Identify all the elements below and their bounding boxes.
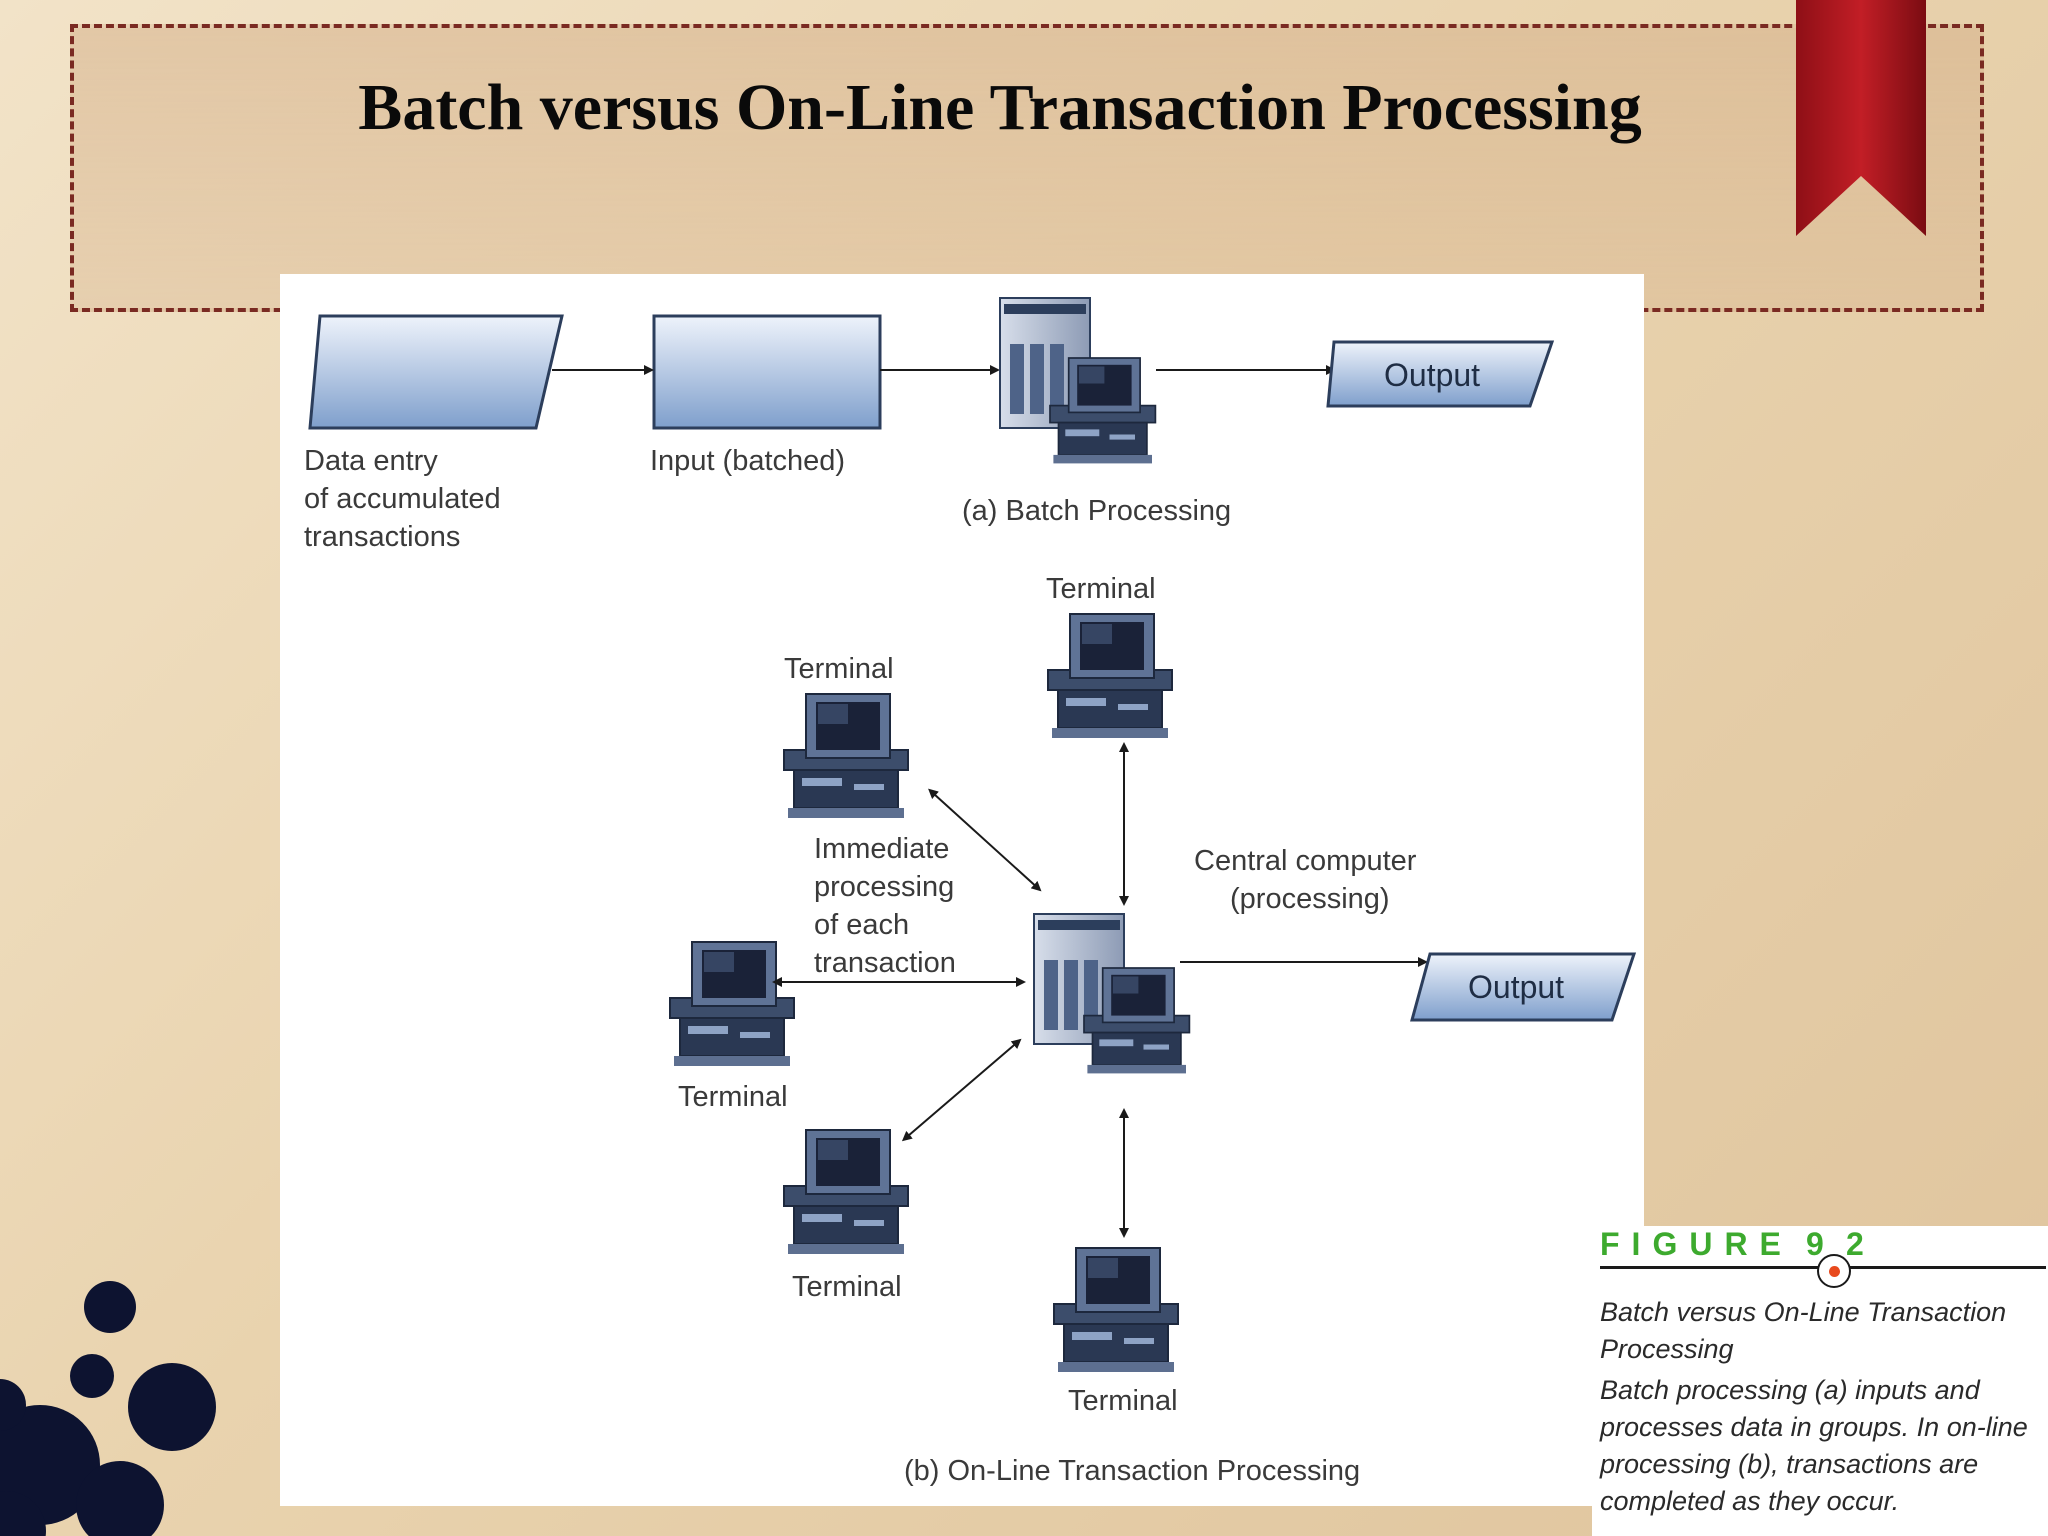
online-section-label: (b) On-Line Transaction Processing: [904, 1455, 1361, 1487]
batch-section-label: (a) Batch Processing: [962, 495, 1232, 527]
input-batched-label: Input (batched): [650, 445, 846, 477]
immediate-label-line-1: Immediate: [814, 833, 950, 865]
terminal-upper-left-label: Terminal: [784, 653, 894, 685]
figure-number-left: 9: [1806, 1226, 1824, 1262]
central-computer-label-line-1: Central computer: [1194, 845, 1417, 877]
data-entry-label-line-2: of accumulated: [304, 483, 501, 515]
arrow-lower-left-terminal: [901, 1038, 1022, 1142]
online-central-computer-icon: [1033, 913, 1191, 1075]
diagram-canvas: [308, 297, 1637, 1373]
slide-title: Batch versus On-Line Transaction Process…: [358, 71, 1642, 144]
figure-caption-title: Batch versus On-Line Transaction Process…: [1600, 1297, 2007, 1364]
terminal-top-label: Terminal: [1046, 573, 1156, 605]
ink-blot-decoration: [0, 1281, 216, 1536]
batch-output-parallelogram: [1326, 340, 1555, 408]
data-entry-label-line-3: transactions: [304, 521, 461, 553]
central-computer-label-line-2: (processing): [1230, 883, 1390, 915]
immediate-label-line-3: of each: [814, 909, 910, 941]
terminal-bottom-icon: [1053, 1247, 1179, 1373]
figure-number-right: 2: [1846, 1226, 1864, 1262]
immediate-label-line-4: transaction: [814, 947, 956, 979]
arrow-upper-left-terminal: [928, 788, 1042, 892]
batch-central-computer-icon: [999, 297, 1157, 465]
diagram-panel: Data entry of accumulated transactions I…: [280, 274, 1644, 1506]
data-entry-parallelogram: [308, 314, 564, 430]
bookmark-ribbon-icon: [1796, 0, 1926, 236]
terminal-lower-left-label: Terminal: [792, 1271, 902, 1303]
title-frame: [70, 24, 1984, 312]
data-entry-label-line-1: Data entry: [304, 445, 438, 477]
input-batched-box: [652, 314, 882, 430]
terminal-top-icon: [1047, 613, 1173, 739]
terminal-lower-left-icon: [783, 1129, 909, 1255]
figure-caption-panel: FIGURE 9 2 Batch versus On-Line Transact…: [1592, 1226, 2048, 1536]
online-output-parallelogram: [1410, 952, 1637, 1022]
terminal-bottom-label: Terminal: [1068, 1385, 1178, 1417]
figure-caption-body: Batch processing (a) inputs and processe…: [1600, 1375, 2028, 1516]
terminal-left-icon: [669, 941, 795, 1067]
figure-bullet-icon: [1817, 1254, 1851, 1288]
online-output-label: Output: [1468, 969, 1565, 1005]
terminal-left-label: Terminal: [678, 1081, 788, 1113]
immediate-label-line-2: processing: [814, 871, 955, 903]
batch-output-label: Output: [1384, 357, 1481, 393]
terminal-upper-left-icon: [783, 693, 909, 819]
figure-heading: FIGURE: [1600, 1226, 1793, 1262]
